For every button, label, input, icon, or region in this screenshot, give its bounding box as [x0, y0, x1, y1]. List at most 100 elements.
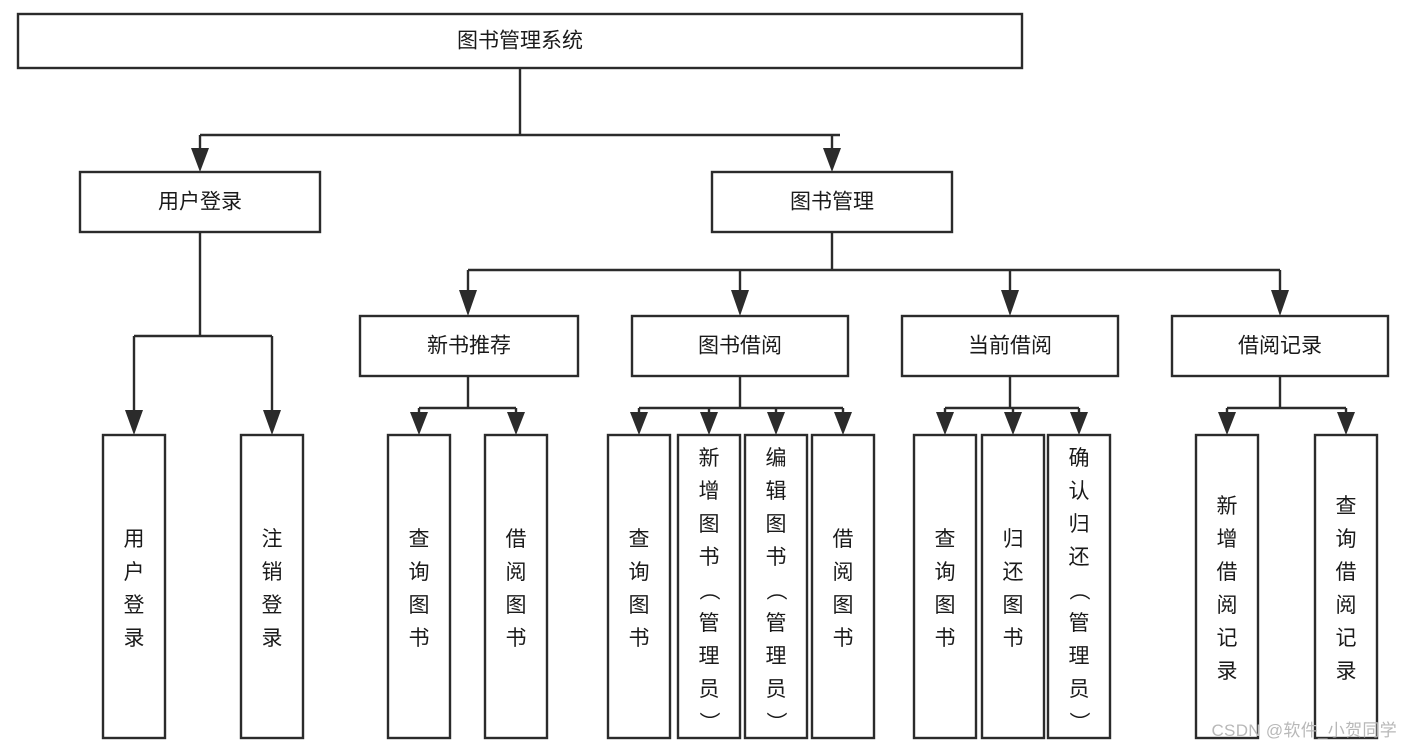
node-new-book-recommend[interactable]: 新书推荐 [358, 314, 580, 378]
node-borrow-record[interactable]: 借阅记录 [1170, 314, 1390, 378]
arrow-head-leaf-cb-query-book [936, 412, 954, 435]
leaf-br-add-record-glyph: 增 [1217, 528, 1238, 551]
node-book-management-box[interactable] [710, 170, 954, 234]
leaf-user-logout-glyph: 销 [262, 561, 283, 584]
arrow-head-leaf-new-borrow-book [507, 412, 525, 435]
node-root-box[interactable] [16, 12, 1024, 70]
leaf-user-login-glyph: 用 [124, 528, 145, 551]
arrow-head-book-borrow [731, 290, 749, 316]
node-current-borrow-box[interactable] [900, 314, 1120, 378]
leaf-br-add-record-glyph: 新 [1217, 495, 1238, 518]
leaf-br-query-record-glyph: 阅 [1336, 594, 1357, 617]
leaf-bb-add-book-glyph: 员 [699, 678, 720, 701]
leaf-bb-edit-book-glyph: ） [764, 712, 787, 733]
leaf-user-logout-glyph: 登 [262, 594, 283, 617]
leaf-new-borrow-book-box[interactable] [483, 433, 549, 740]
leaf-user-logout-box[interactable] [239, 433, 305, 740]
leaf-bb-add-book-glyph: 书 [699, 546, 720, 569]
leaf-bb-add-book-glyph: 理 [699, 645, 720, 668]
leaf-cb-confirm-return-glyph: 还 [1069, 546, 1090, 569]
leaf-new-borrow-book-glyph: 借 [506, 528, 527, 551]
leaf-bb-add-book-box[interactable] [676, 433, 742, 740]
leaf-user-logout-glyph: 录 [262, 627, 283, 650]
arrow-head-leaf-bb-add-book [700, 412, 718, 435]
arrow-head-leaf-br-query-record [1337, 412, 1355, 435]
node-borrow-record-box[interactable] [1170, 314, 1390, 378]
leaf-cb-confirm-return-glyph: 管 [1069, 612, 1090, 635]
leaf-bb-borrow-book-box[interactable] [810, 433, 876, 740]
node-user-login-label: 用户登录 [158, 191, 242, 214]
node-book-borrow-box[interactable] [630, 314, 850, 378]
node-user-login-box[interactable] [78, 170, 322, 234]
leaf-cb-query-book-glyph: 询 [935, 561, 956, 584]
leaf-cb-query-book-glyph: 书 [935, 627, 956, 650]
node-book-management[interactable]: 图书管理 [710, 170, 954, 234]
arrow-head-leaf-new-query-book [410, 412, 428, 435]
leaf-br-query-record-glyph: 查 [1336, 495, 1357, 518]
leaf-br-add-record-glyph: 阅 [1217, 594, 1238, 617]
node-book-borrow[interactable]: 图书借阅 [630, 314, 850, 378]
leaf-user-login-glyph: 户 [124, 561, 145, 584]
leaf-cb-return-book-glyph: 图 [1003, 594, 1024, 617]
leaf-user-logout-glyph: 注 [262, 528, 283, 551]
leaf-br-query-record-glyph: 记 [1336, 627, 1357, 650]
leaf-cb-confirm-return-box[interactable] [1046, 433, 1112, 740]
leaf-bb-edit-book-glyph: （ [764, 580, 787, 601]
leaf-user-login-glyph: 登 [124, 594, 145, 617]
arrow-head-user-login [191, 148, 209, 172]
node-current-borrow[interactable]: 当前借阅 [900, 314, 1120, 378]
leaf-cb-confirm-return-glyph: 认 [1069, 480, 1090, 503]
leaf-new-query-book-box[interactable] [386, 433, 452, 740]
node-root[interactable]: 图书管理系统 [16, 12, 1024, 70]
leaf-bb-add-book-glyph: 新 [699, 447, 720, 470]
leaf-user-login[interactable]: 用户登录 [101, 433, 167, 740]
node-book-management-label: 图书管理 [790, 191, 874, 214]
connector-layer [125, 68, 1355, 435]
leaf-bb-query-book-glyph: 图 [629, 594, 650, 617]
leaf-user-login-box[interactable] [101, 433, 167, 740]
leaf-cb-confirm-return-glyph: （ [1067, 580, 1090, 601]
leaf-cb-confirm-return-glyph: ） [1067, 712, 1090, 733]
leaf-bb-edit-book-glyph: 员 [766, 678, 787, 701]
arrow-head-borrow-record [1271, 290, 1289, 316]
leaf-new-borrow-book-glyph: 阅 [506, 561, 527, 584]
leaf-br-add-record-glyph: 录 [1217, 660, 1238, 683]
node-new-book-recommend-box[interactable] [358, 314, 580, 378]
leaf-bb-borrow-book-glyph: 阅 [833, 561, 854, 584]
leaf-cb-query-book-box[interactable] [912, 433, 978, 740]
node-user-login[interactable]: 用户登录 [78, 170, 322, 234]
leaf-br-query-record-glyph: 借 [1336, 561, 1357, 584]
leaf-bb-query-book-box[interactable] [606, 433, 672, 740]
leaf-bb-edit-book-glyph: 图 [766, 513, 787, 536]
arrow-head-leaf-user-logout [263, 410, 281, 435]
leaf-br-add-record-box[interactable] [1194, 433, 1260, 740]
leaf-cb-return-book-box[interactable] [980, 433, 1046, 740]
leaf-new-query-book-glyph: 询 [409, 561, 430, 584]
leaf-node-layer: 用户登录注销登录查询图书借阅图书查询图书新增图书（管理员）编辑图书（管理员）借阅… [101, 433, 1379, 740]
leaf-bb-edit-book-box[interactable] [743, 433, 809, 740]
node-book-borrow-label: 图书借阅 [698, 335, 782, 358]
leaf-br-query-record-box[interactable] [1313, 433, 1379, 740]
leaf-new-borrow-book-glyph: 书 [506, 627, 527, 650]
leaf-cb-confirm-return-glyph: 理 [1069, 645, 1090, 668]
arrow-head-leaf-cb-confirm-return [1070, 412, 1088, 435]
leaf-bb-edit-book-glyph: 理 [766, 645, 787, 668]
